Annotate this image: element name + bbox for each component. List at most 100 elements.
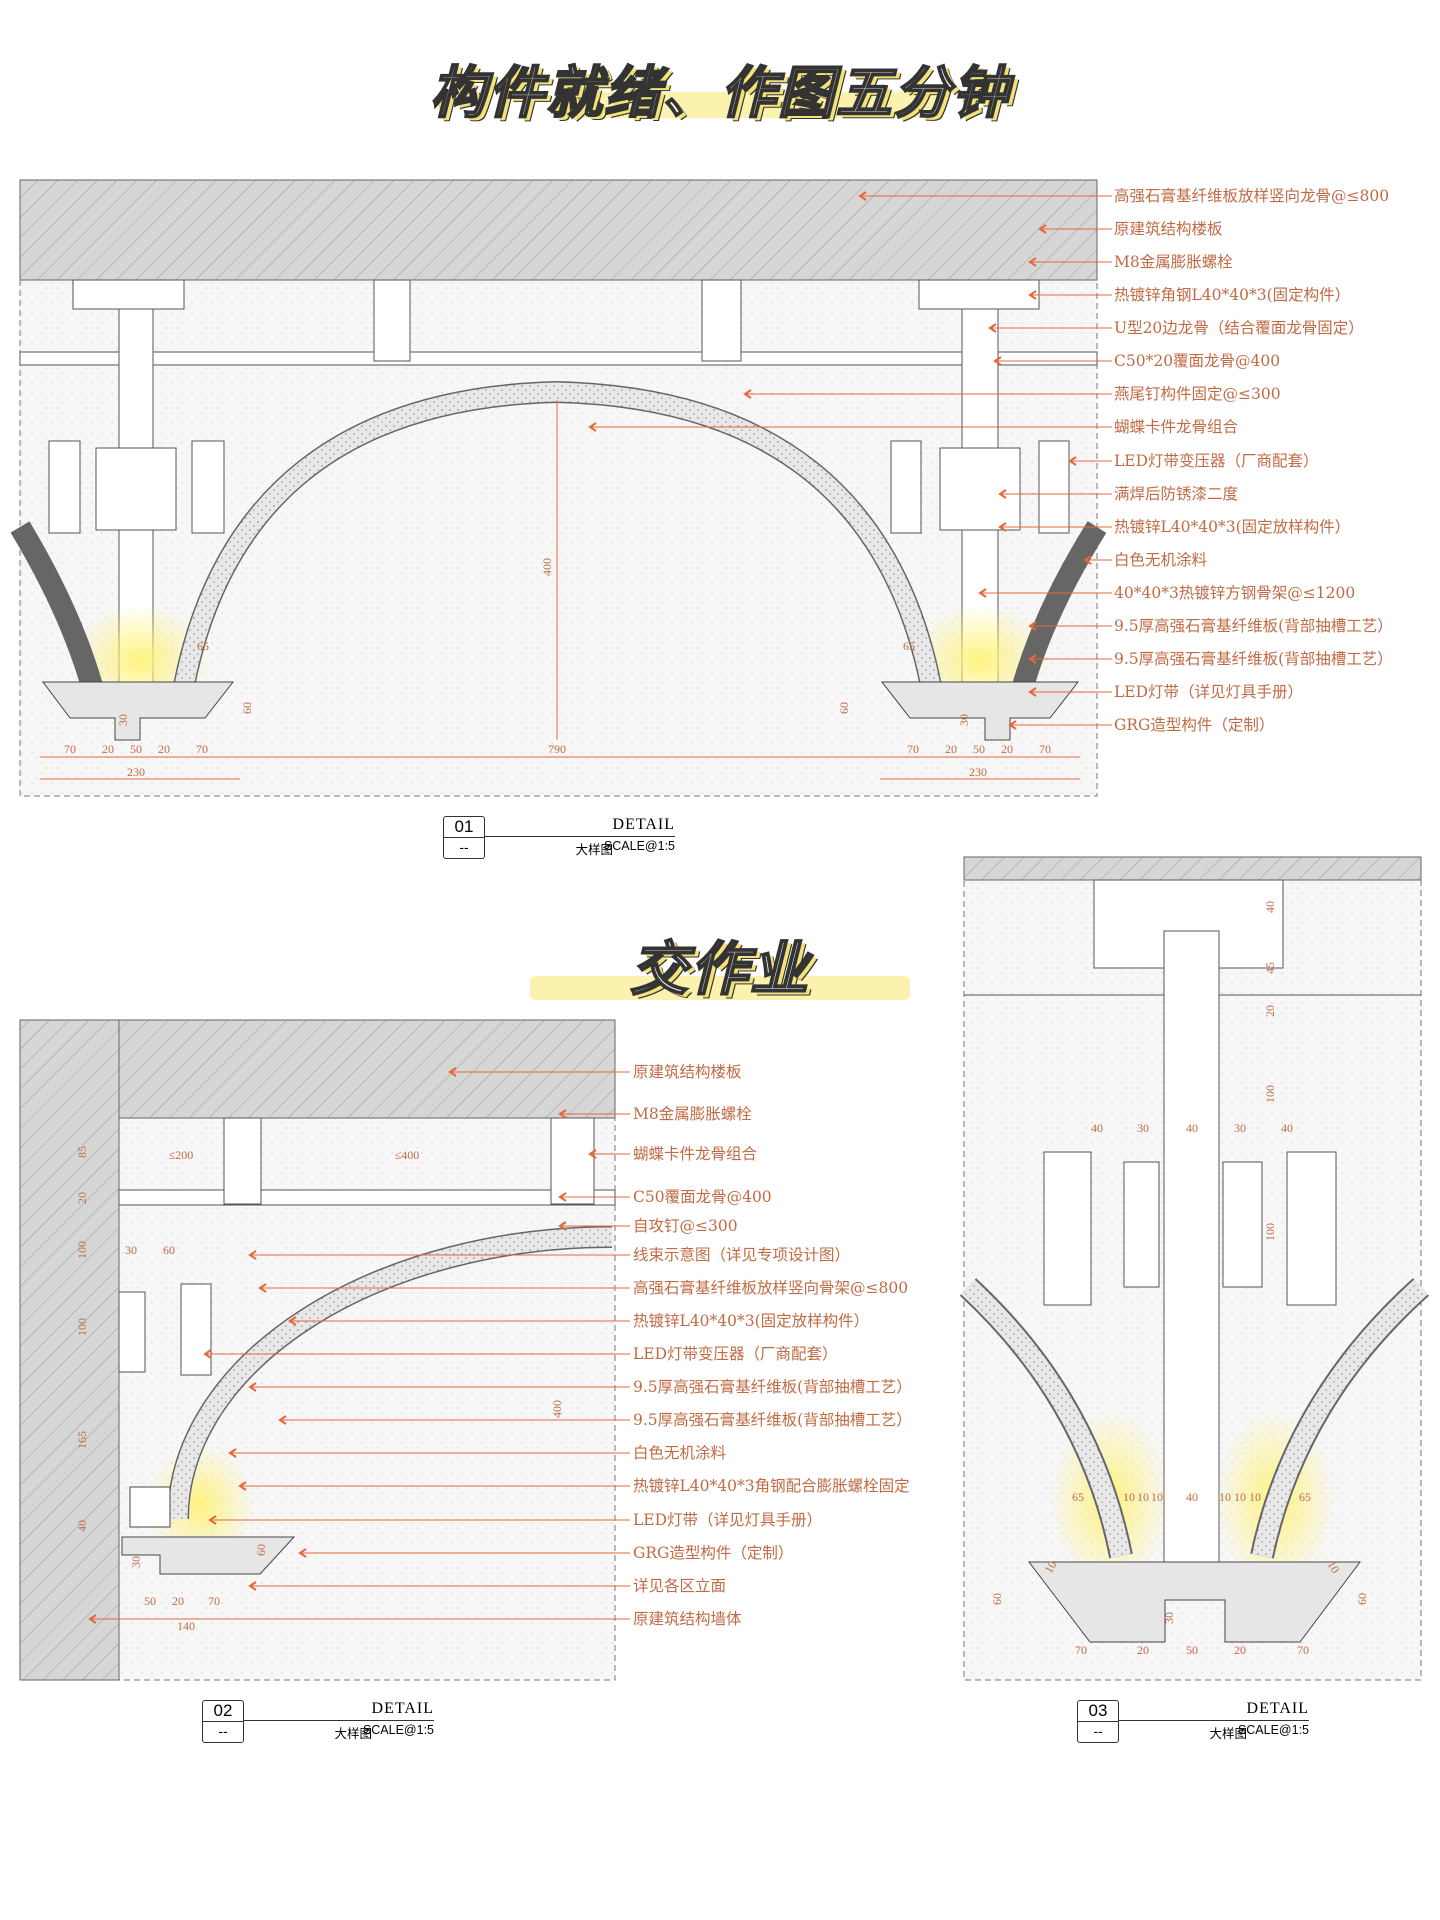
dimension-label: 165	[75, 1431, 89, 1449]
structural-wall	[19, 1019, 120, 1681]
annotation-label: 40*40*3热镀锌方钢骨架@≤1200	[1114, 584, 1356, 602]
leader-arrow-icon	[203, 1349, 212, 1359]
structural-slab	[963, 856, 1422, 881]
dimension-label: 100	[75, 1318, 89, 1336]
leader-arrow-icon	[228, 1448, 237, 1458]
leader-arrow-icon	[1008, 720, 1017, 730]
detail-scale: SCALE@1:5	[603, 839, 675, 853]
leader-arrow-icon	[743, 389, 752, 399]
homework-title: 交作业	[629, 934, 810, 1004]
dimension-label: 140	[177, 1619, 195, 1633]
dimension-label: 20	[1001, 742, 1013, 756]
annotation-label: 原建筑结构楼板	[1114, 220, 1223, 238]
detail-scale: SCALE@1:5	[1237, 1723, 1309, 1737]
dimension-label: 10	[1123, 1490, 1135, 1504]
annotation-label: 热镀锌L40*40*3角钢配合膨胀螺栓固定	[633, 1477, 910, 1495]
dimension-label: 10	[1137, 1490, 1149, 1504]
leader-arrow-icon	[448, 1067, 457, 1077]
leader-arrow-icon	[1028, 257, 1037, 267]
annotation-label: 自攻钉@≤300	[633, 1217, 738, 1235]
annotation-label: 高强石膏基纤维板放样竖向龙骨@≤800	[1114, 187, 1390, 205]
dimension-label: 60	[254, 1544, 268, 1556]
leader-arrow-icon	[88, 1614, 97, 1624]
dimension-label: 40	[1091, 1121, 1103, 1135]
leader-arrow-icon	[248, 1250, 257, 1260]
annotation-label: 热镀锌L40*40*3(固定放样构件）	[633, 1312, 870, 1330]
detail-sub: --	[202, 1721, 244, 1743]
detail-heading: DETAIL	[612, 816, 675, 833]
structural-slab	[19, 179, 1098, 281]
structural-slab	[118, 1019, 616, 1119]
annotation-label: 热镀锌L40*40*3(固定放样构件）	[1114, 518, 1351, 536]
annotation-label: 9.5厚高强石膏基纤维板(背部抽槽工艺）	[633, 1378, 912, 1396]
leader-arrow-icon	[1028, 687, 1037, 697]
dimension-label: 60	[240, 702, 254, 714]
butterfly-clip	[701, 279, 742, 362]
led-transformer	[1286, 1151, 1337, 1306]
steel-post	[1163, 930, 1220, 1582]
detail-heading: DETAIL	[1246, 1700, 1309, 1717]
annotation-label: 白色无机涂料	[633, 1444, 727, 1462]
leader-arrow-icon	[558, 1221, 567, 1231]
dimension-label: 30	[957, 714, 971, 726]
annotation-label: LED灯带变压器（厂商配套）	[633, 1345, 838, 1363]
dimension-label: 70	[196, 742, 208, 756]
detail-number: 02	[202, 1700, 244, 1721]
leader-arrow-icon	[978, 588, 987, 598]
annotation-label: 高强石膏基纤维板放样竖向骨架@≤800	[633, 1279, 909, 1297]
dimension-label: 70	[64, 742, 76, 756]
dimension-label: 20	[1234, 1643, 1246, 1657]
leader-arrow-icon	[558, 1192, 567, 1202]
leader-arrow-icon	[278, 1415, 287, 1425]
annotation-label: C50*20覆面龙骨@400	[1114, 352, 1281, 370]
detail-name: 大样图	[334, 1727, 372, 1741]
dimension-label: 50	[973, 742, 985, 756]
dimension-label: 85	[75, 1146, 89, 1158]
dimension-label: 30	[116, 714, 130, 726]
leader-arrow-icon	[1068, 456, 1077, 466]
annotation-label: U型20边龙骨（结合覆面龙骨固定）	[1114, 319, 1364, 337]
annotation-label: 热镀锌角钢L40*40*3(固定构件）	[1114, 286, 1351, 304]
leader-arrow-icon	[298, 1548, 307, 1558]
homework-title-highlight	[530, 976, 910, 1000]
annotation-label: 线束示意图（详见专项设计图）	[633, 1246, 851, 1264]
dimension-label: 10	[1249, 1490, 1261, 1504]
leader-arrow-icon	[238, 1481, 247, 1491]
annotation-label: C50覆面龙骨@400	[633, 1188, 772, 1206]
dimension-label: 230	[127, 765, 145, 779]
dimension-label: 20	[1263, 1005, 1277, 1017]
annotation-label: LED灯带（详见灯具手册）	[1114, 683, 1304, 701]
grg-component	[1027, 1561, 1361, 1643]
grg-component	[121, 1536, 296, 1575]
dimension-label: 10	[1219, 1490, 1231, 1504]
dimension-label: 20	[1137, 1643, 1149, 1657]
leader-arrow-icon	[208, 1515, 217, 1525]
dimension-label: 10	[1234, 1490, 1246, 1504]
detail-01-tag: 01 -- DETAIL 大样图 SCALE@1:5	[443, 816, 675, 860]
annotation-label: GRG造型构件（定制）	[633, 1544, 794, 1562]
leader-arrow-icon	[988, 323, 997, 333]
annotation-label: 9.5厚高强石膏基纤维板(背部抽槽工艺）	[1114, 617, 1393, 635]
leader-arrow-icon	[1028, 621, 1037, 631]
detail-number: 03	[1077, 1700, 1119, 1721]
dimension-label: 30	[1234, 1121, 1246, 1135]
dimension-label: 65	[1299, 1490, 1311, 1504]
detail-name: 大样图	[1209, 1727, 1247, 1741]
annotation-label: 满焊后防锈漆二度	[1114, 485, 1239, 503]
dimension-label: 70	[1297, 1643, 1309, 1657]
title-highlight	[560, 92, 940, 118]
leader-arrow-icon	[1038, 224, 1047, 234]
dimension-label: 40	[1186, 1490, 1198, 1504]
annotation-label: 白色无机涂料	[1114, 551, 1208, 569]
annotation-label: 原建筑结构楼板	[633, 1063, 742, 1081]
dimension-label: 20	[945, 742, 957, 756]
dimension-label: 20	[102, 742, 114, 756]
dimension-label: 40	[75, 1520, 89, 1532]
dimension-label: 50	[1186, 1643, 1198, 1657]
leader-arrow-icon	[1028, 290, 1037, 300]
dimension-label: 50	[130, 742, 142, 756]
dimension-label: 20	[158, 742, 170, 756]
detail-sub: --	[1077, 1721, 1119, 1743]
